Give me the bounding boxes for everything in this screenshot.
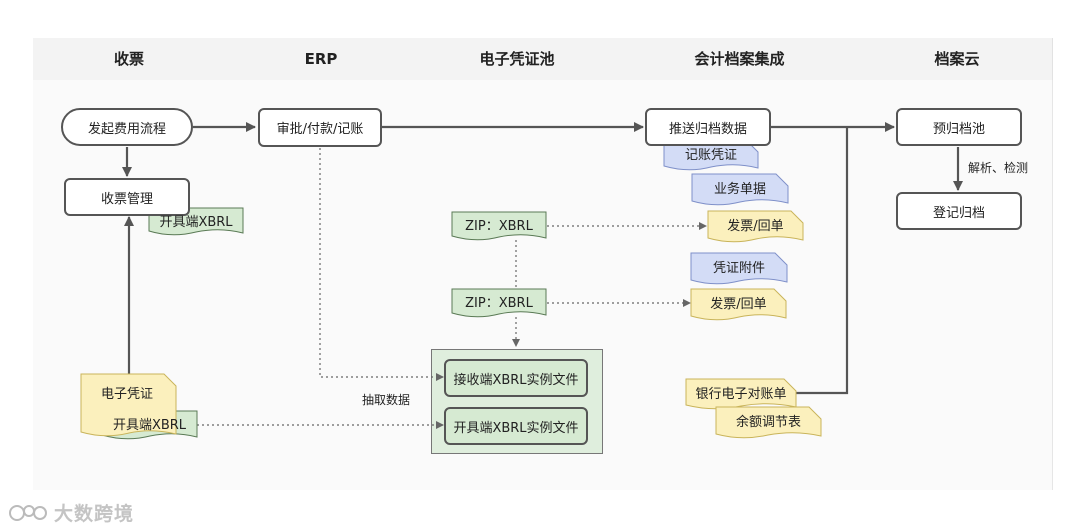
watermark: 大数跨境 bbox=[8, 499, 134, 526]
node-pre-archive-pool: 预归档池 bbox=[896, 108, 1022, 146]
label-parse-detect: 解析、检测 bbox=[968, 161, 1029, 175]
doc-shape-e-voucher bbox=[80, 373, 177, 437]
label-extract-data: 抽取数据 bbox=[362, 393, 411, 407]
doc-shape-voucher-attach bbox=[690, 252, 788, 285]
lane-header-erp: ERP bbox=[225, 38, 418, 80]
doc-zip-xbrl-2: ZIP：XBRL bbox=[465, 295, 533, 311]
doc-e-voucher: 电子凭证 bbox=[100, 386, 153, 402]
watermark-text: 大数跨境 bbox=[54, 503, 135, 525]
node-approve-pay-book: 审批/付款/记账 bbox=[258, 108, 382, 147]
doc-shape-zip2 bbox=[451, 288, 547, 318]
doc-balance-reconciliation: 余额调节表 bbox=[735, 415, 801, 430]
doc-shape-acct-voucher bbox=[663, 139, 759, 171]
doc-bank-statement: 银行电子对账单 bbox=[695, 386, 787, 402]
watermark-logo-icon bbox=[9, 504, 47, 521]
doc-shape-invoice1 bbox=[707, 210, 804, 243]
lane-header-receipt: 收票 bbox=[33, 38, 226, 80]
doc-voucher-attachment: 凭证附件 bbox=[712, 261, 765, 276]
arrow-approve-to-recv bbox=[319, 148, 444, 381]
lane-header-accounting-archive: 会计档案集成 bbox=[617, 38, 863, 80]
node-issuer-xbrl-instance: 开具端XBRL实例文件 bbox=[444, 407, 588, 445]
doc-invoice-receipt-2: 发票/回单 bbox=[710, 297, 767, 312]
node-receipt-mgmt: 收票管理 bbox=[64, 178, 190, 216]
node-receiver-xbrl-instance: 接收端XBRL实例文件 bbox=[444, 359, 588, 397]
lane-header-voucher-pool: 电子凭证池 bbox=[417, 38, 618, 80]
doc-accounting-voucher: 记账凭证 bbox=[684, 147, 737, 163]
doc-shape-biz-doc bbox=[691, 173, 789, 206]
doc-business-document: 业务单据 bbox=[713, 182, 766, 197]
doc-invoice-receipt-1: 发票/回单 bbox=[727, 219, 784, 234]
node-register-archive: 登记归档 bbox=[896, 192, 1022, 230]
doc-issuer-xbrl-bottom: 开具端XBRL bbox=[112, 417, 187, 433]
line-bank-to-archive bbox=[796, 127, 849, 395]
doc-shape-balance-adj bbox=[715, 406, 822, 439]
doc-shape-zip1 bbox=[451, 211, 547, 241]
lane-header-archive-cloud: 档案云 bbox=[862, 38, 1053, 80]
node-push-archive-data: 推送归档数据 bbox=[645, 108, 771, 146]
doc-zip-xbrl-1: ZIP：XBRL bbox=[465, 218, 533, 234]
doc-issuer-xbrl-top: 开具端XBRL bbox=[159, 214, 233, 230]
doc-shape-invoice2 bbox=[690, 288, 787, 321]
node-start-expense-flow: 发起费用流程 bbox=[61, 108, 193, 146]
